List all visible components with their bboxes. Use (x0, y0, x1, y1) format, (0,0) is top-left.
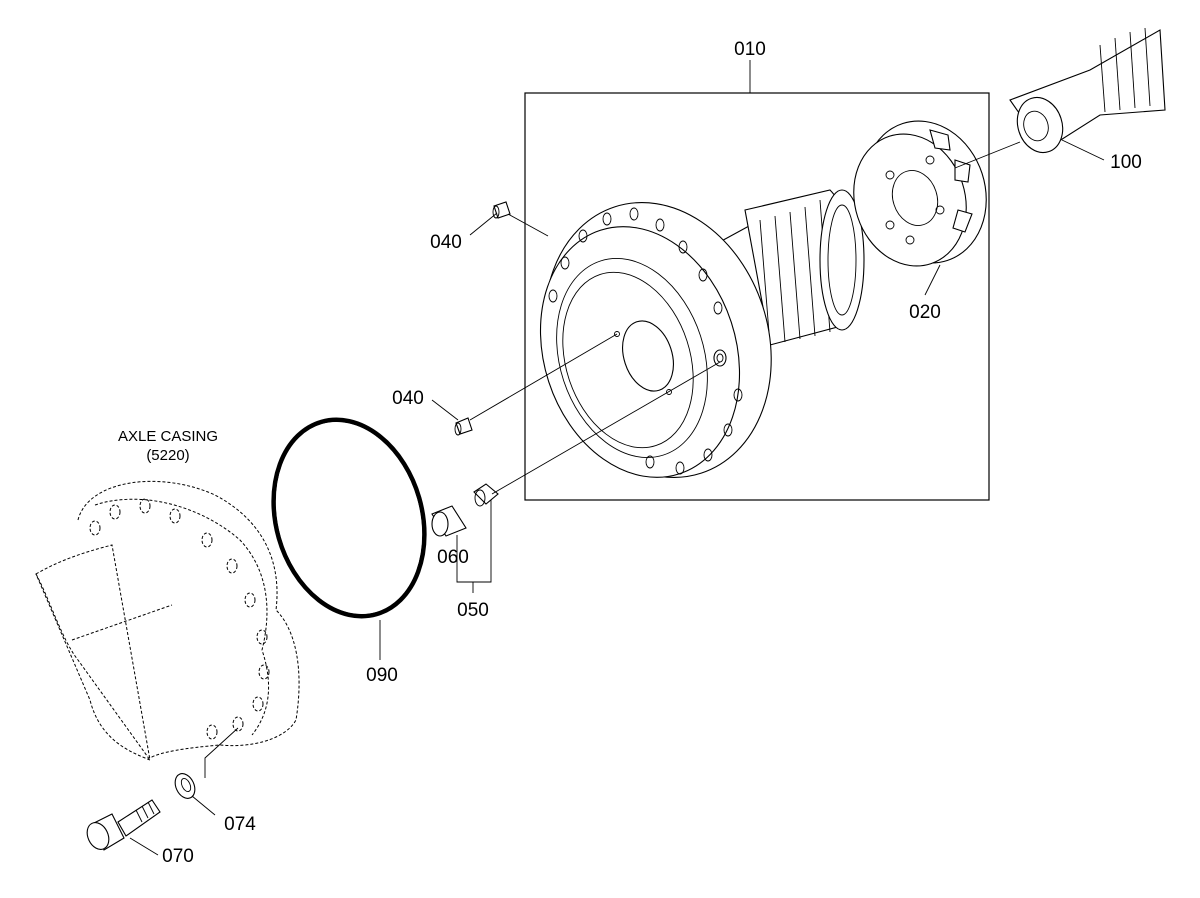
label-074: 074 (224, 814, 256, 835)
label-070: 070 (162, 846, 194, 867)
axle-casing (35, 480, 300, 761)
label-010: 010 (734, 39, 766, 60)
axle-casing-caption-line2: (5220) (146, 447, 189, 464)
label-090: 090 (366, 665, 398, 686)
leader-lines (129, 60, 1105, 856)
o-ring-090 (271, 417, 427, 619)
label-040-lower: 040 (392, 388, 424, 409)
hub-flange-010 (539, 202, 772, 478)
label-050: 050 (457, 600, 489, 621)
washer-074 (174, 773, 196, 799)
casing-bolt-holes (89, 498, 270, 740)
axle-casing-caption-line1: AXLE CASING (118, 428, 218, 445)
thrust-ring-020 (853, 120, 987, 267)
plug-040-lower (454, 417, 473, 436)
sun-shaft-100 (1009, 27, 1166, 154)
bushing-060 (431, 505, 467, 537)
label-020: 020 (909, 302, 941, 323)
plug-040-upper (492, 201, 511, 219)
bolt-070 (86, 799, 161, 851)
breather-050 (473, 483, 499, 507)
assembly-box-010 (524, 92, 990, 501)
label-060: 060 (437, 547, 469, 568)
flange-bolt-holes (548, 207, 743, 475)
label-100: 100 (1110, 152, 1142, 173)
label-040-upper: 040 (430, 232, 462, 253)
